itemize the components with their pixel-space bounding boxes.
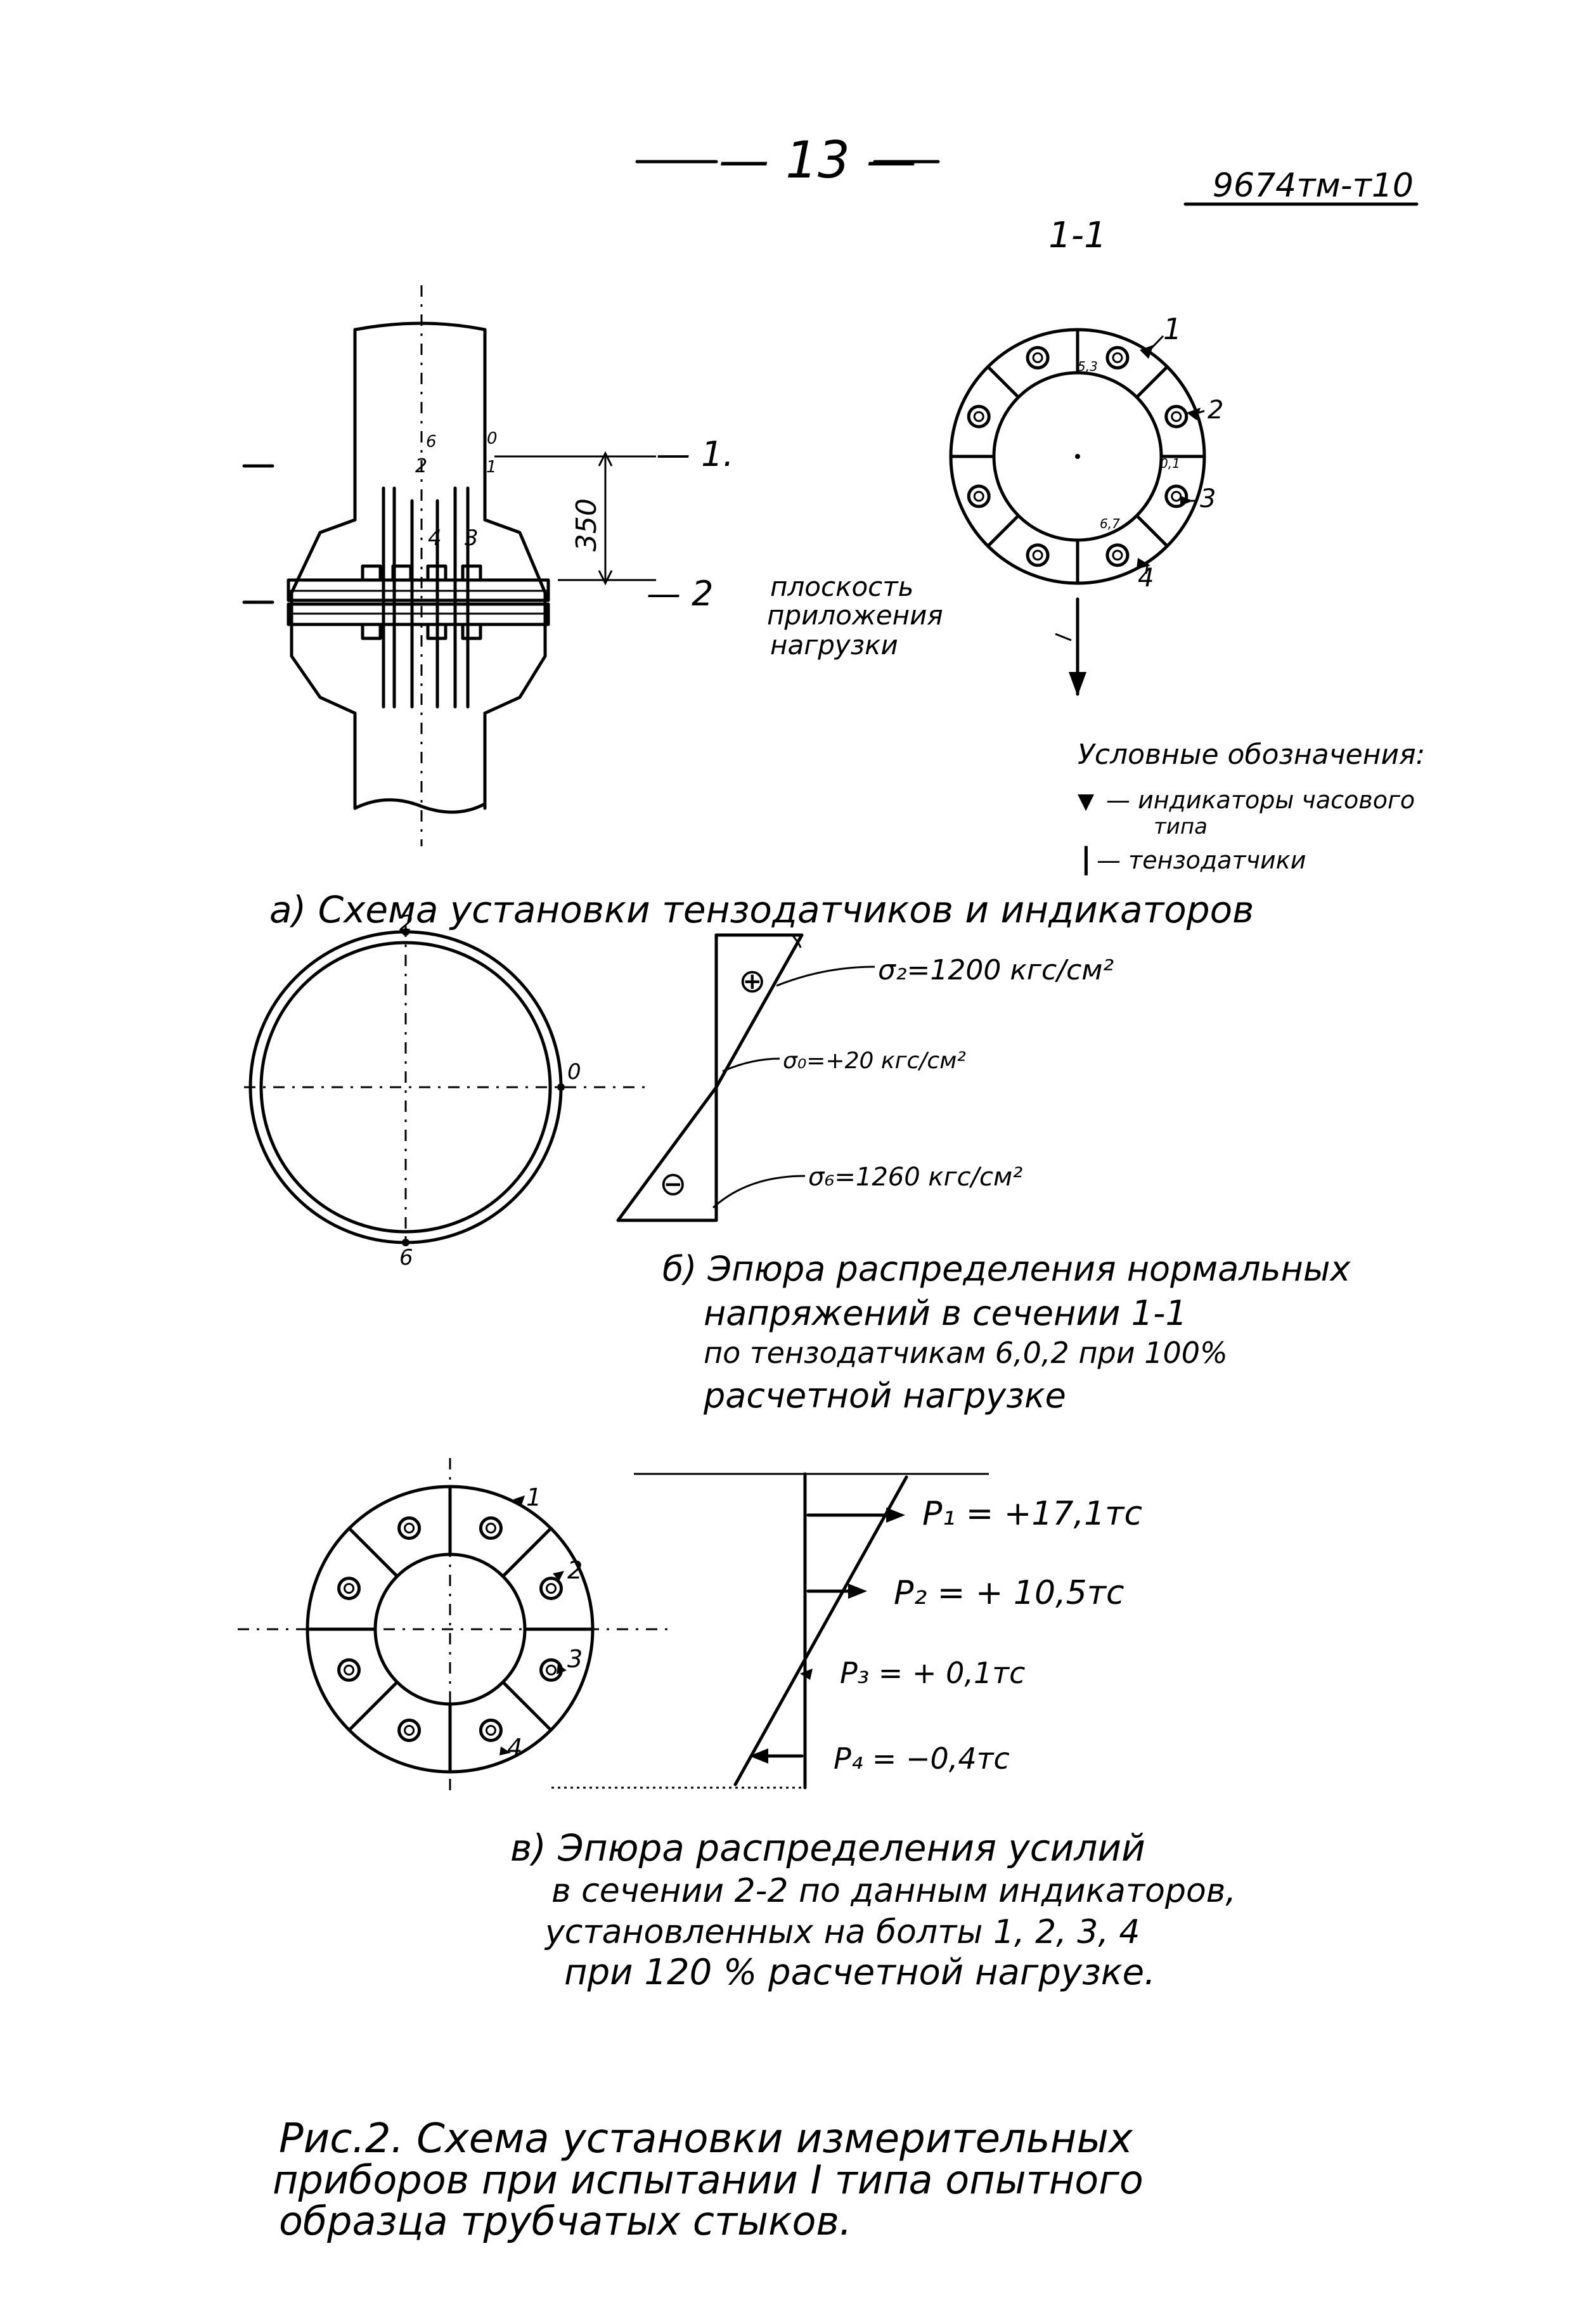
legend-indicator-symbol: ▼	[1078, 789, 1095, 814]
force-diagram-section: 1 2 3 4 P₁ = +17,1тс P₂ = + 10,5тс P₃ = …	[238, 1458, 1142, 1794]
figure-caption: Рис.2. Схема установки измерительных при…	[273, 2115, 1144, 2244]
plan-bolt-number-4: 4	[1138, 564, 1154, 593]
svg-text:б) Эпюра распределения нормаль: б) Эпюра распределения нормальных	[662, 1249, 1351, 1289]
plan2-nut-3	[539, 1577, 563, 1601]
ring-label-6: 6	[399, 1245, 413, 1270]
stress-mid-label: σ₀=+20 кгс/см²	[783, 1048, 966, 1074]
svg-text:расчетной нагрузке: расчетной нагрузке	[703, 1376, 1066, 1416]
legend: Условные обозначения: ▼ — индикаторы час…	[1078, 739, 1425, 876]
svg-text:приложения: приложения	[767, 600, 943, 631]
sign-plus: ⊕	[738, 962, 766, 1000]
section-cut-1-label: — 1.	[656, 434, 734, 474]
ring-label-0: 0	[567, 1059, 581, 1085]
force-p1: P₁ = +17,1тс	[922, 1495, 1142, 1533]
svg-text:Рис.2. Схема установки измерит: Рис.2. Схема установки измерительных	[279, 2115, 1133, 2162]
svg-text:в) Эпюра распределения усилий: в) Эпюра распределения усилий	[510, 1826, 1145, 1869]
plan2-nut-7	[337, 1658, 361, 1682]
dimension-350: 350	[570, 498, 603, 552]
section-1-1-plan: 1-1 1 2 3 4 5,3 0,1 6,7 плоскость прилож…	[767, 215, 1223, 696]
svg-text:в сечении 2-2 по данным индика: в сечении 2-2 по данным индикаторов,	[551, 1872, 1236, 1910]
plan-bolt-number-1: 1	[1163, 312, 1182, 346]
force-p3: P₃ = + 0,1тс	[840, 1656, 1025, 1690]
plan-bolt-number-2: 2	[1208, 396, 1223, 425]
plan2-nut-1	[397, 1516, 422, 1540]
plan1-nut-1	[1026, 345, 1050, 370]
svg-text:нагрузки: нагрузки	[770, 629, 898, 661]
gauge-tag-6-7: 6,7	[1100, 516, 1120, 531]
page-header: — 13 — 9674тм-т10	[635, 131, 1419, 206]
plan1-nut-8	[967, 404, 991, 429]
ring-label-2: 2	[399, 911, 413, 936]
figure-a-caption: а) Схема установки тензодатчиков и индик…	[269, 888, 1254, 931]
pipe-joint-elevation: 350 — 1. — 2 6 0 1 2 4 3	[242, 285, 734, 846]
svg-text:плоскость: плоскость	[770, 571, 913, 602]
force-bolt-number-2: 2	[567, 1556, 583, 1584]
legend-indicator-text-2: типа	[1154, 814, 1208, 839]
plan1-nut-7	[967, 484, 991, 508]
figure-b-caption: б) Эпюра распределения нормальных напряж…	[662, 1249, 1351, 1416]
bolt-label-4: 4	[428, 526, 442, 551]
plan2-nut-6	[397, 1718, 422, 1742]
legend-gauge-text: — тензодатчики	[1097, 846, 1306, 874]
sign-minus: ⊖	[659, 1165, 687, 1203]
bolt-label-3: 3	[465, 526, 479, 551]
plan2-nut-2	[479, 1516, 503, 1540]
plan1-nut-5	[1105, 543, 1130, 567]
plan-bolt-number-3: 3	[1200, 484, 1216, 513]
gauge-label-1: 1	[486, 458, 497, 477]
gauge-label-6: 6	[426, 432, 437, 451]
svg-text:образца трубчатых стыков.: образца трубчатых стыков.	[279, 2198, 852, 2244]
gauge-tag-5-3: 5,3	[1078, 359, 1098, 374]
force-p2: P₂ = + 10,5тс	[894, 1574, 1124, 1612]
plan1-nut-6	[1026, 543, 1050, 567]
section-cut-2-label: — 2	[647, 574, 714, 614]
section-1-1-title: 1-1	[1048, 215, 1106, 256]
gauge-tag-0-1: 0,1	[1160, 456, 1180, 471]
document-code: 9674тм-т10	[1213, 167, 1414, 205]
svg-text:установленных на болты 1, 2, 3: установленных на болты 1, 2, 3, 4	[544, 1913, 1140, 1951]
gauge-label-0: 0	[487, 429, 498, 448]
plan2-nut-5	[479, 1718, 503, 1742]
legend-gauge-symbol: |	[1081, 841, 1092, 876]
svg-text:приборов при испытании I типа: приборов при испытании I типа опытного	[273, 2157, 1144, 2203]
force-bolt-number-3: 3	[567, 1645, 583, 1673]
stress-top-label: σ₂=1200 кгс/см²	[878, 954, 1114, 986]
plan2-nut-8	[337, 1577, 361, 1601]
legend-indicator-text: — индикаторы часового	[1106, 786, 1415, 814]
svg-text:при 120 % расчетной нагрузке.: при 120 % расчетной нагрузке.	[564, 1952, 1156, 1993]
plan1-nut-2	[1105, 345, 1130, 370]
gauge-label-2: 2	[415, 455, 427, 477]
force-bolt-number-1: 1	[526, 1483, 541, 1511]
stress-bottom-label: σ₆=1260 кгс/см²	[808, 1163, 1022, 1192]
load-plane-label: плоскость приложения нагрузки	[767, 571, 943, 661]
legend-title: Условные обозначения:	[1078, 739, 1425, 771]
force-p4: P₄ = −0,4тс	[834, 1741, 1010, 1776]
figure-c-caption: в) Эпюра распределения усилий в сечении …	[510, 1826, 1236, 1993]
force-bolt-number-4: 4	[507, 1734, 522, 1762]
svg-text:напряжений в сечении 1-1: напряжений в сечении 1-1	[704, 1293, 1187, 1333]
plan1-nut-3	[1164, 404, 1189, 429]
svg-text:по тензодатчикам 6,0,2 при 100: по тензодатчикам 6,0,2 при 100%	[704, 1336, 1228, 1370]
stress-diagram-section: 2 0 6 ⊕ ⊖ σ₂=1200 кгс/см² σ₀=+20 кгс/см²…	[244, 911, 1114, 1270]
